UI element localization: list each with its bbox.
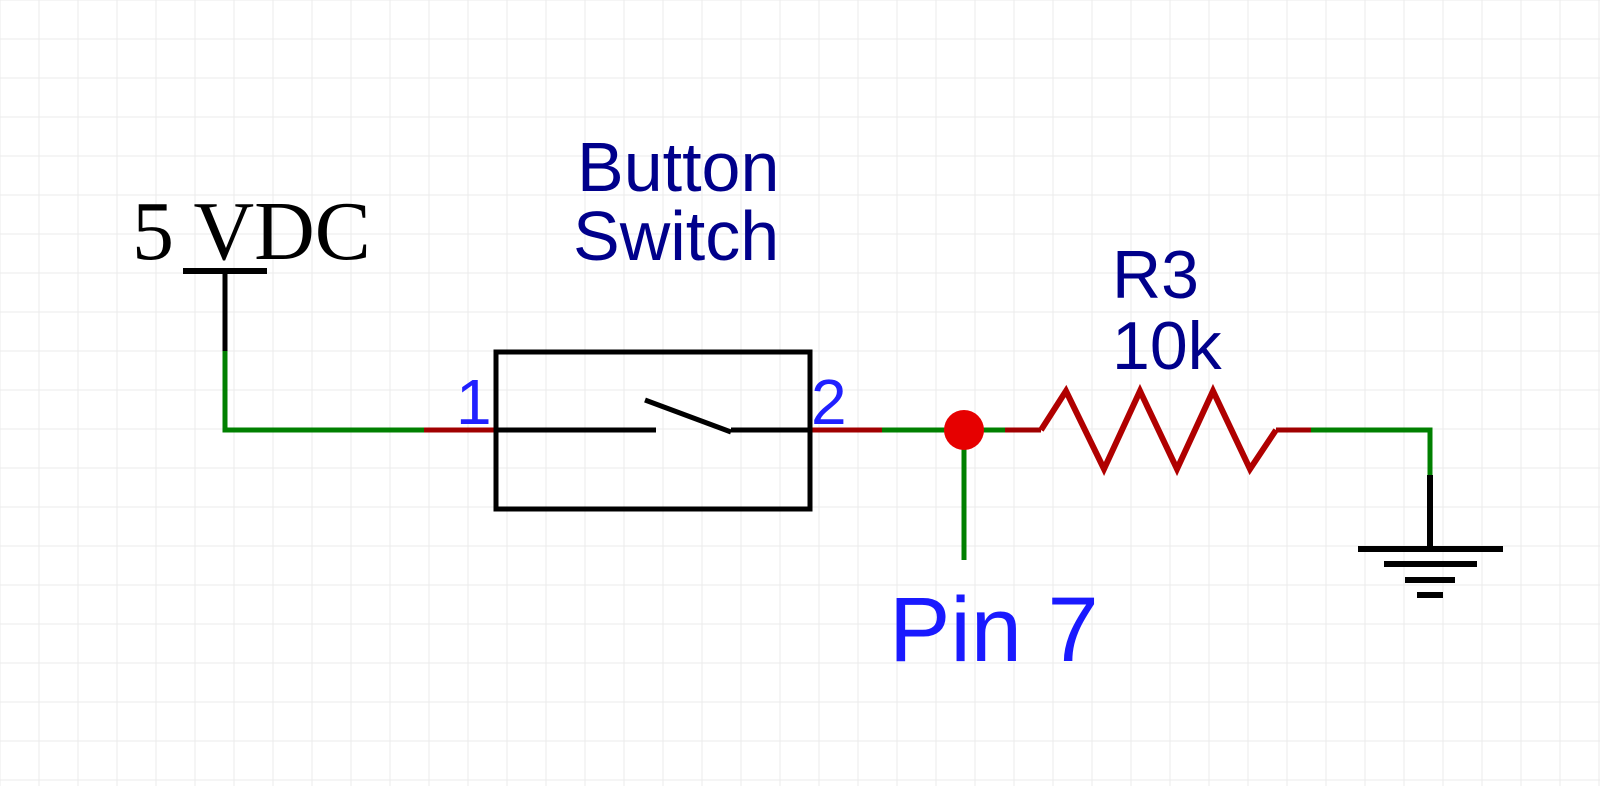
wire-power-to-switch [222, 351, 424, 433]
switch-pin1-number: 1 [456, 366, 492, 438]
net-label-pin7: Pin 7 [889, 579, 1099, 681]
switch-pin2-number: 2 [811, 366, 847, 438]
wires [222, 351, 1433, 560]
switch-name-line1: Button [577, 128, 779, 206]
power-symbol[interactable] [183, 268, 267, 351]
wire-resistor-to-ground [1311, 427, 1433, 475]
ground-symbol[interactable] [1358, 475, 1503, 598]
resistor-designator: R3 [1112, 237, 1199, 313]
power-label: 5 VDC [132, 185, 371, 278]
resistor-r3[interactable] [1038, 383, 1279, 477]
switch-name-line2: Switch [573, 197, 779, 275]
junction-dot [944, 410, 984, 450]
resistor-value: 10k [1112, 308, 1223, 384]
button-switch[interactable] [493, 349, 813, 512]
